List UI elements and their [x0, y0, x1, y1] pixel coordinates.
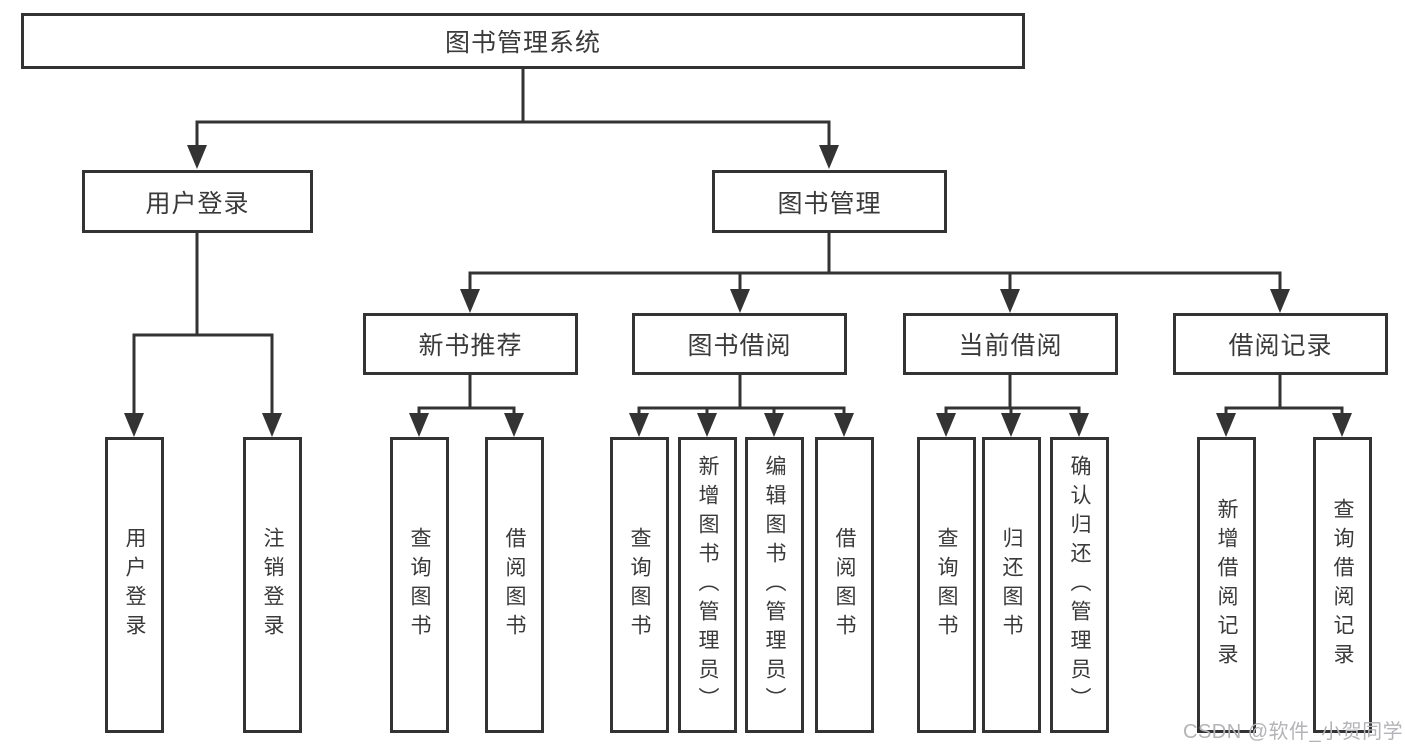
leaf-user-login-label: 用户登录	[123, 527, 146, 643]
leaf-query-books-1: 查询图书	[390, 437, 449, 733]
node-current-borrow: 当前借阅	[903, 313, 1118, 375]
leaf-return-books-label: 归还图书	[1000, 527, 1023, 643]
node-user-login: 用户登录	[82, 170, 313, 233]
node-book-borrow-label: 图书借阅	[687, 332, 792, 360]
node-root: 图书管理系统	[21, 13, 1025, 69]
node-user-login-label: 用户登录	[145, 189, 250, 218]
leaf-borrow-books-2: 借阅图书	[815, 437, 874, 733]
node-book-borrow: 图书借阅	[632, 313, 847, 375]
leaf-add-books-admin-label: 新增图书（管理员）	[696, 454, 719, 716]
leaf-query-books-2-label: 查询图书	[628, 527, 651, 643]
node-borrow-records-label: 借阅记录	[1228, 332, 1333, 360]
node-book-management: 图书管理	[712, 170, 947, 233]
leaf-borrow-books-2-label: 借阅图书	[833, 527, 856, 643]
leaf-add-borrow-record: 新增借阅记录	[1197, 437, 1256, 733]
leaf-edit-books-admin-label: 编辑图书（管理员）	[763, 454, 786, 716]
node-borrow-records: 借阅记录	[1173, 313, 1388, 375]
leaf-query-books-3: 查询图书	[917, 437, 976, 733]
leaf-add-borrow-record-label: 新增借阅记录	[1215, 498, 1238, 672]
leaf-query-books-1-label: 查询图书	[408, 527, 431, 643]
leaf-query-borrow-record-label: 查询借阅记录	[1331, 498, 1354, 672]
leaf-return-books: 归还图书	[982, 437, 1041, 733]
node-book-management-label: 图书管理	[777, 189, 882, 218]
node-root-label: 图书管理系统	[444, 29, 601, 57]
leaf-borrow-books-1-label: 借阅图书	[503, 527, 526, 643]
leaf-confirm-return-admin: 确认归还（管理员）	[1050, 437, 1109, 733]
csdn-watermark: CSDN @软件_小贺同学	[1183, 721, 1404, 743]
leaf-query-borrow-record: 查询借阅记录	[1313, 437, 1372, 733]
leaf-logout-label: 注销登录	[261, 527, 284, 643]
node-current-borrow-label: 当前借阅	[958, 332, 1063, 360]
leaf-user-login: 用户登录	[105, 437, 164, 733]
leaf-confirm-return-admin-label: 确认归还（管理员）	[1068, 454, 1091, 716]
node-new-book-recommend-label: 新书推荐	[418, 332, 523, 360]
node-new-book-recommend: 新书推荐	[363, 313, 578, 375]
leaf-edit-books-admin: 编辑图书（管理员）	[745, 437, 804, 733]
leaf-query-books-3-label: 查询图书	[935, 527, 958, 643]
leaf-logout: 注销登录	[243, 437, 302, 733]
leaf-add-books-admin: 新增图书（管理员）	[678, 437, 737, 733]
leaf-query-books-2: 查询图书	[610, 437, 669, 733]
arrowheads	[124, 145, 1352, 437]
leaf-borrow-books-1: 借阅图书	[485, 437, 544, 733]
